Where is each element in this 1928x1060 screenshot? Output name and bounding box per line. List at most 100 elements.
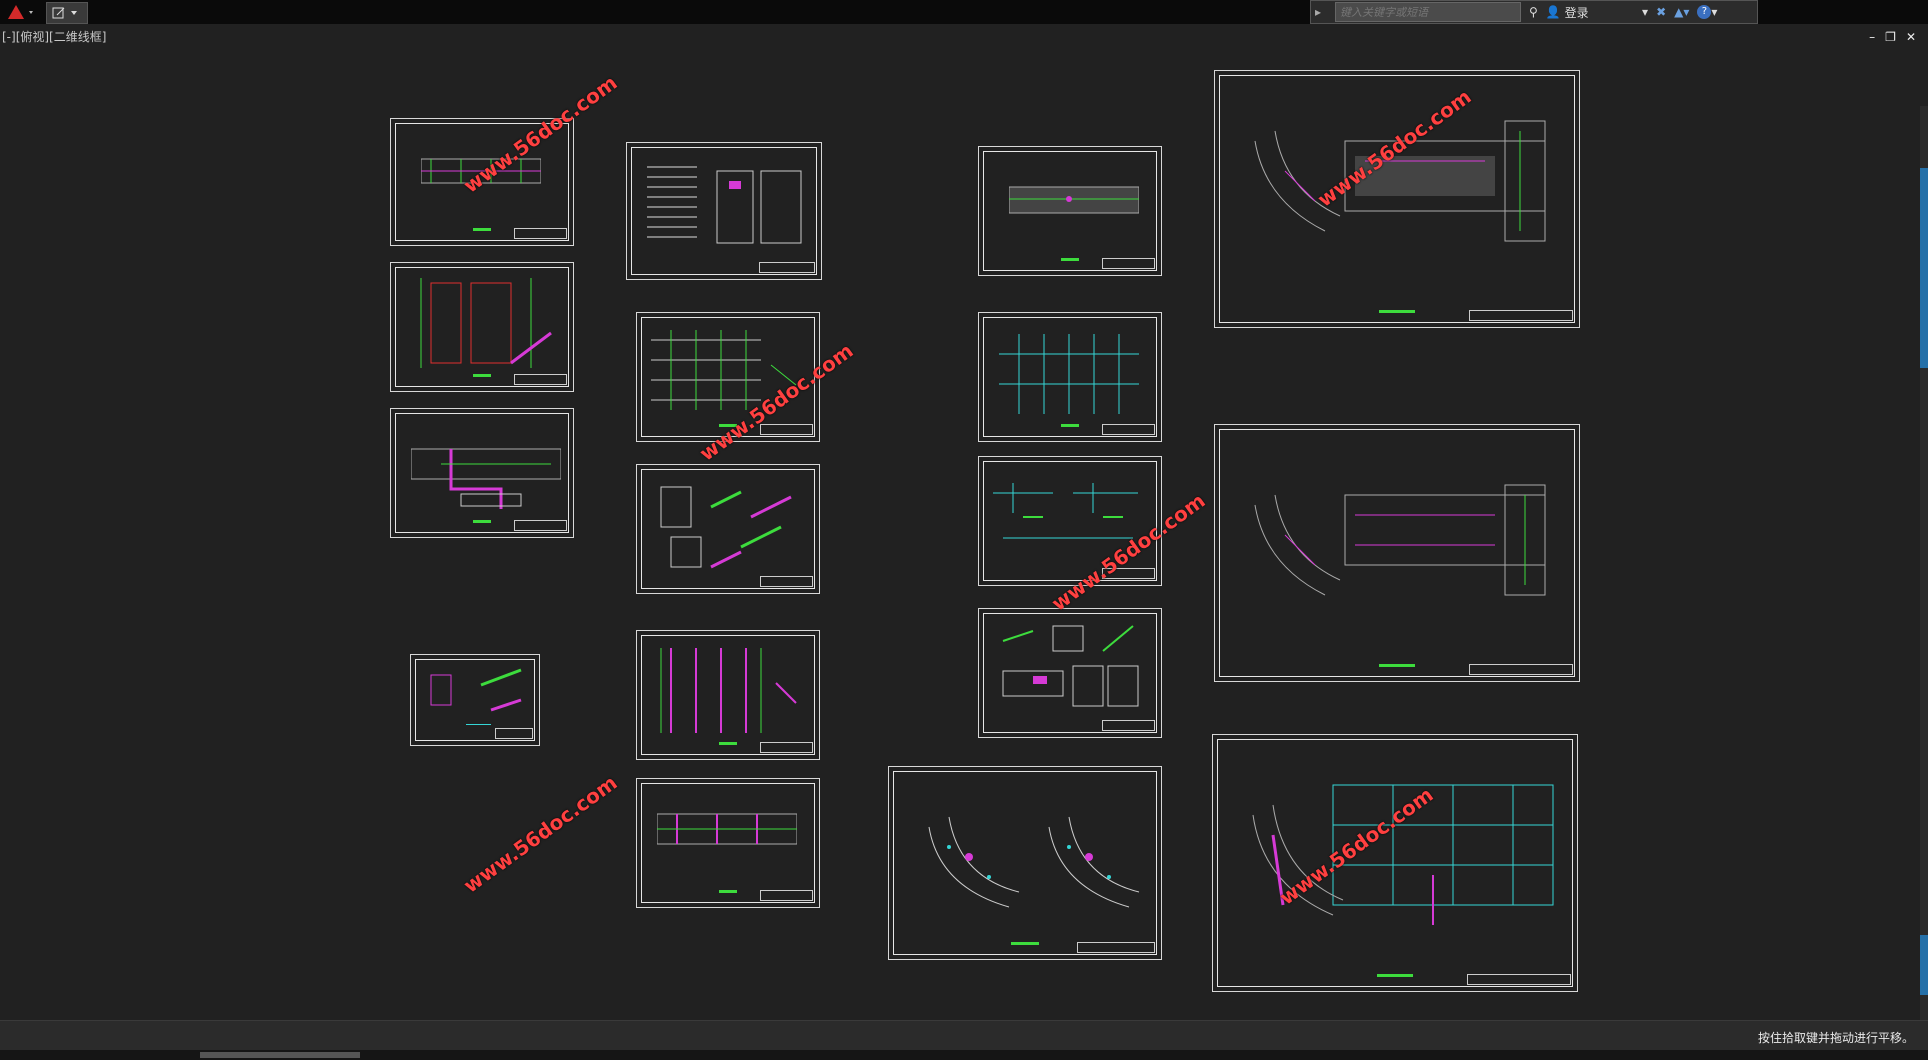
title-block [760, 576, 813, 587]
sheet-title-label [472, 520, 492, 523]
watermark-text: www.56doc.com [458, 770, 622, 898]
horizontal-scrollbar-thumb[interactable] [200, 1052, 360, 1058]
title-block [758, 262, 815, 273]
riser-diagram-graphic [420, 278, 552, 368]
floor-plan-graphic [421, 158, 541, 184]
sheet-frame [893, 771, 1157, 955]
sheet-title-label [1378, 310, 1416, 313]
help-icon: ? [1697, 5, 1712, 19]
drawing-canvas[interactable]: www.56doc.com www.56doc.com www.56doc.co… [0, 44, 1922, 1018]
title-block [514, 520, 567, 531]
autocad-logo-icon [8, 5, 33, 19]
drawing-sheet[interactable] [410, 654, 540, 746]
title-block [760, 742, 813, 753]
drawing-sheet[interactable] [636, 312, 820, 442]
drawing-sheet[interactable] [978, 312, 1162, 442]
top-toolbar: ▸ ⚲ 👤 登录 ▾ ✖ ▲▾ ?▾ [0, 0, 1928, 24]
minimize-button[interactable]: – [1869, 30, 1876, 44]
autodesk-a360-icon[interactable]: ▲▾ [1674, 5, 1690, 19]
drawing-sheet[interactable] [1214, 424, 1580, 682]
riser-diagram-graphic [660, 648, 797, 733]
search-input[interactable] [1335, 2, 1522, 22]
sheet-frame [983, 461, 1157, 581]
sheet-frame [641, 783, 815, 903]
drawing-sheet[interactable] [1212, 734, 1578, 992]
drawing-sheet[interactable] [390, 262, 574, 392]
autocad-app-menu-button[interactable] [2, 2, 38, 22]
quick-access-button[interactable] [46, 2, 88, 24]
title-block [1102, 424, 1155, 435]
sheet-title-label [1060, 424, 1080, 427]
binoculars-icon[interactable]: ⚲ [1529, 5, 1538, 19]
sheet-frame [395, 123, 569, 241]
drawing-sheet[interactable] [978, 146, 1162, 276]
login-label: 登录 [1564, 5, 1589, 20]
title-block [1102, 258, 1155, 269]
drawing-sheet[interactable] [1214, 70, 1580, 328]
title-block [760, 890, 813, 901]
detail-graphic [430, 668, 522, 725]
sheet-title-label [718, 424, 738, 427]
infocenter-search-box: ▸ ⚲ 👤 登录 ▾ ✖ ▲▾ ?▾ [1310, 0, 1758, 24]
sheet-title-label [718, 742, 738, 745]
close-button[interactable]: ✕ [1905, 30, 1916, 44]
sheet-frame [983, 613, 1157, 733]
title-block [495, 728, 533, 739]
restore-button[interactable]: ❐ [1885, 30, 1896, 44]
title-block [760, 424, 813, 435]
riser-diagram-graphic [999, 334, 1139, 414]
sheet-frame [641, 635, 815, 755]
status-message: 按住拾取键并拖动进行平移。 [1757, 1031, 1914, 1045]
drawing-sheet[interactable] [636, 778, 820, 908]
sheet-frame [395, 413, 569, 533]
sheet-frame [395, 267, 569, 387]
drawing-sheet[interactable] [626, 142, 822, 280]
title-block [514, 228, 567, 239]
sheet-title-label [1060, 258, 1080, 261]
sheet-frame [983, 151, 1157, 271]
drawing-sheet[interactable] [636, 630, 820, 760]
sheet-frame [1219, 75, 1575, 323]
sheet-frame [641, 317, 815, 437]
drawing-sheet[interactable] [636, 464, 820, 594]
user-icon: 👤 [1545, 5, 1561, 19]
help-button[interactable]: ?▾ [1697, 5, 1717, 19]
user-login-button[interactable]: 👤 登录 ▾ [1545, 5, 1649, 20]
vertical-scrollbar[interactable] [1920, 106, 1928, 1028]
sheet-frame [1219, 429, 1575, 677]
system-diagram-graphic [651, 330, 797, 410]
title-block [514, 374, 567, 385]
sheet-frame [631, 147, 817, 275]
sheet-frame [641, 469, 815, 589]
vertical-scrollbar-indicator [1920, 935, 1928, 995]
sheet-title-label [1011, 942, 1039, 945]
sheet-frame [1217, 739, 1573, 987]
drawing-sheet[interactable] [390, 408, 574, 538]
drawing-sheet[interactable] [978, 456, 1162, 586]
drawing-sheet[interactable] [978, 608, 1162, 738]
title-block [1469, 310, 1573, 321]
sheet-title-label [718, 890, 738, 893]
curved-plan-graphic [928, 816, 1140, 908]
sheet-title-label [472, 374, 492, 377]
title-block [1102, 568, 1155, 579]
title-block [1102, 720, 1155, 731]
sheet-title-label [472, 228, 492, 231]
drawing-sheet[interactable] [888, 766, 1162, 960]
horizontal-scrollbar[interactable] [0, 1050, 1928, 1060]
viewport-controls-label[interactable]: [-][俯视][二维线框] [2, 30, 107, 44]
drawing-sheet[interactable] [390, 118, 574, 246]
building-plan-graphic [1252, 784, 1554, 925]
drawing-window-controls: – ❐ ✕ [1869, 30, 1916, 44]
sheet-title-label [1376, 974, 1414, 977]
exchange-apps-icon[interactable]: ✖ [1656, 5, 1667, 19]
sheet-frame [415, 659, 535, 741]
sheet-title-label [1378, 664, 1416, 667]
system-diagram-graphic [993, 483, 1138, 539]
floor-plan-graphic [1009, 186, 1139, 214]
floor-plan-graphic [657, 813, 797, 845]
detail-graphic [1002, 625, 1139, 707]
general-notes-graphic [647, 166, 802, 244]
vertical-scrollbar-thumb[interactable] [1920, 168, 1928, 368]
expand-arrow-icon[interactable]: ▸ [1315, 5, 1322, 19]
